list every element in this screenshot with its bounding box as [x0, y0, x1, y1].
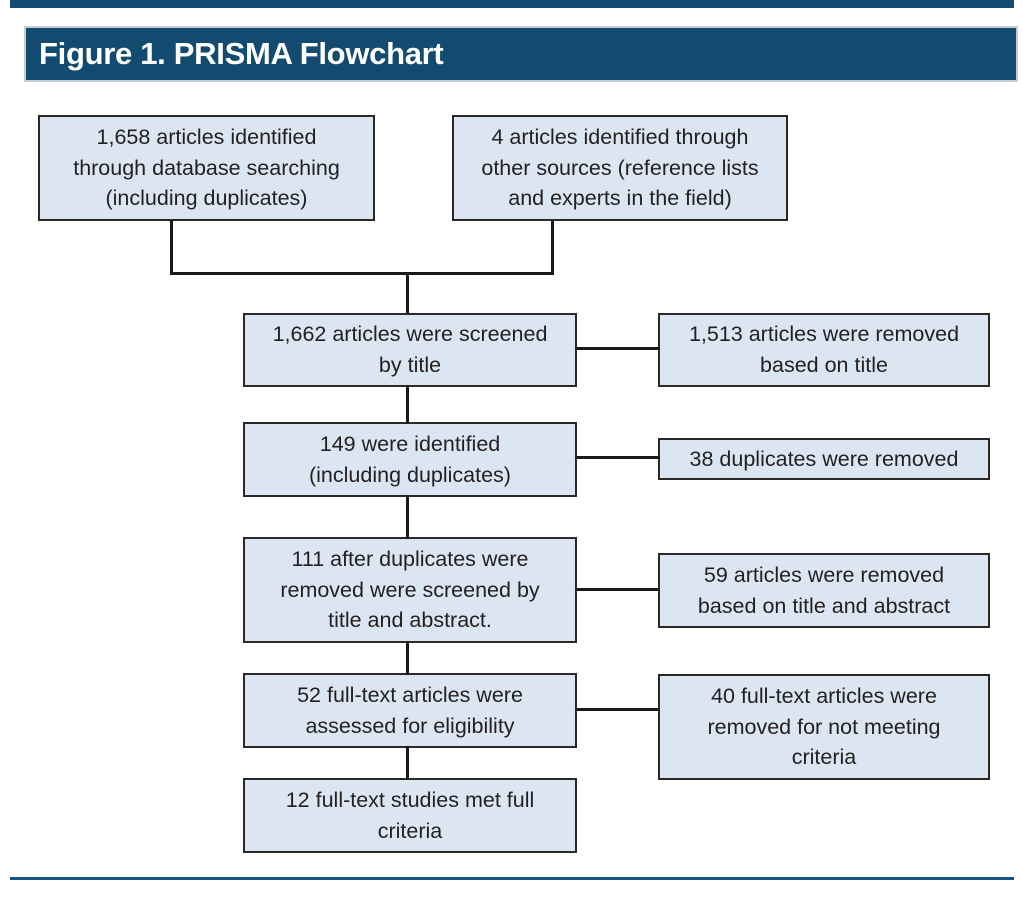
connector-other-down — [551, 221, 554, 275]
flow-box-removed-not-meeting-criteria: 40 full-text articles were removed for n… — [658, 674, 990, 780]
flow-box-removed-title-abstract: 59 articles were removed based on title … — [658, 553, 990, 628]
figure-title: Figure 1. PRISMA Flowchart — [39, 36, 444, 71]
flow-box-assessed-eligibility: 52 full-text articles were assessed for … — [243, 673, 577, 748]
connector-merge-horizontal — [170, 272, 554, 275]
figure-title-bar: Figure 1. PRISMA Flowchart — [24, 26, 1018, 82]
flow-box-identified-other-sources: 4 articles identified through other sour… — [452, 115, 788, 221]
connector-stub-removed-title — [575, 347, 660, 350]
flow-box-identified-database: 1,658 articles identified through databa… — [38, 115, 375, 221]
connector-fulltext-to-final — [406, 746, 409, 780]
flow-box-screened-title-abstract: 111 after duplicates were removed were s… — [243, 537, 577, 643]
connector-merge-down — [406, 272, 409, 314]
connector-stub-duplicates — [575, 456, 660, 459]
top-rule — [10, 0, 1014, 8]
connector-stub-not-meeting — [575, 708, 660, 711]
connector-abstract-to-fulltext — [406, 641, 409, 675]
flow-box-screened-by-title: 1,662 articles were screened by title — [243, 313, 577, 387]
flow-box-met-full-criteria: 12 full-text studies met full criteria — [243, 778, 577, 853]
flow-box-identified-including-duplicates: 149 were identified (including duplicate… — [243, 422, 577, 497]
connector-identified-to-abstract — [406, 495, 409, 539]
flow-box-duplicates-removed: 38 duplicates were removed — [658, 438, 990, 480]
flow-box-removed-by-title: 1,513 articles were removed based on tit… — [658, 313, 990, 387]
connector-stub-title-abstract — [575, 588, 660, 591]
connector-db-down — [170, 221, 173, 275]
bottom-rule — [10, 877, 1014, 880]
connector-title-to-identified — [406, 385, 409, 424]
